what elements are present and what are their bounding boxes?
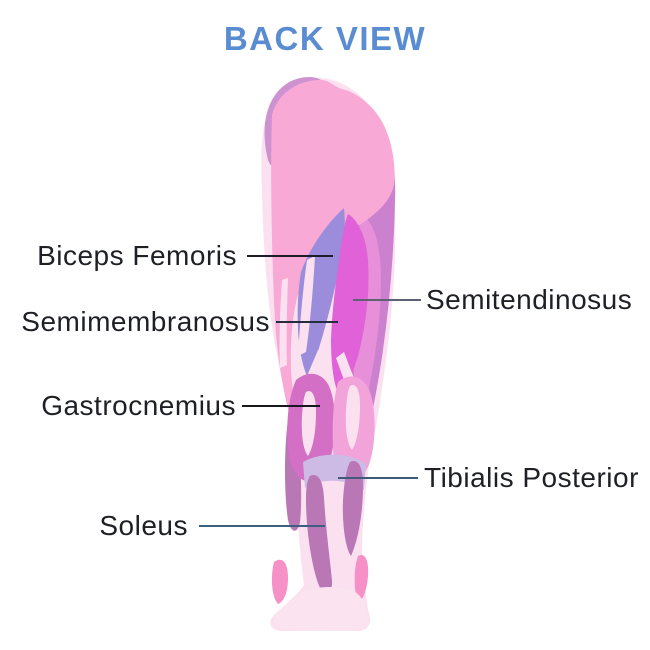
label-semitendinosus: Semitendinosus <box>426 284 633 315</box>
label-biceps-femoris: Biceps Femoris <box>37 240 237 271</box>
tibialis-strip-shape <box>342 461 363 556</box>
purple-hamstring-shape <box>297 208 345 378</box>
ankle-accent-shape <box>354 554 369 603</box>
leader-line-soleus <box>199 525 325 527</box>
gastro-teardrop-shape <box>301 390 316 456</box>
soleus-strip-shape <box>306 474 333 594</box>
leader-line-semimembranosus <box>276 321 338 323</box>
thigh-tendon-blade-shape <box>279 278 288 368</box>
foot-shape <box>273 587 369 632</box>
label-semimembranosus: Semimembranosus <box>21 306 270 337</box>
leader-line-biceps-femoris <box>247 255 333 257</box>
diagram-title: BACK VIEW <box>223 20 427 57</box>
thigh-tendon-blade-shape <box>298 256 315 356</box>
magenta-semitendinosus-shape <box>331 214 369 398</box>
leader-line-gastrocnemius <box>242 405 320 407</box>
label-gastrocnemius: Gastrocnemius <box>41 390 236 421</box>
glute-thigh-shape <box>271 79 395 417</box>
label-tibialis-posterior: Tibialis Posterior <box>424 462 639 493</box>
ankle-accent-shape <box>271 559 288 604</box>
gastro-teardrop-shape <box>345 384 360 450</box>
leader-line-tibialis-posterior <box>338 477 418 479</box>
leader-line-semitendinosus <box>353 299 421 301</box>
label-soleus: Soleus <box>99 510 188 541</box>
